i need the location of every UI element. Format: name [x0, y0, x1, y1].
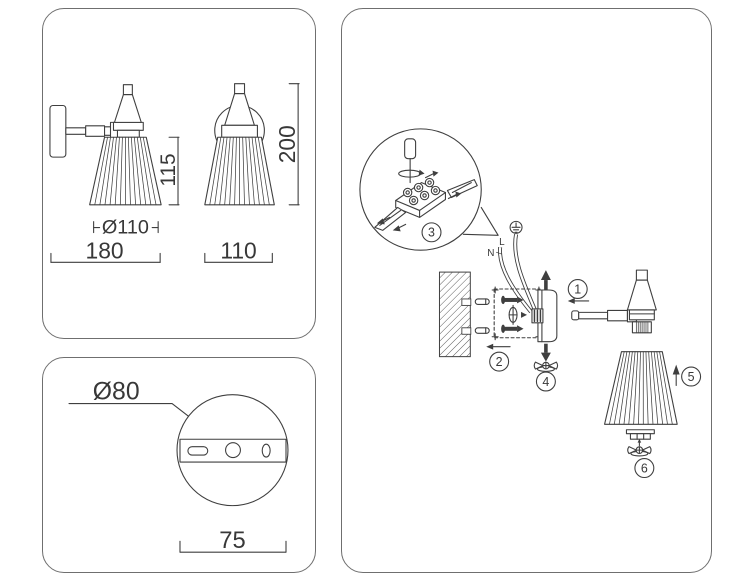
- dim-shade-width: [204, 252, 273, 263]
- side-view-lamp: [49, 84, 162, 206]
- assembly-drawing: L N: [359, 128, 702, 479]
- mounting-screw: [501, 295, 524, 305]
- shade-ring: [625, 429, 655, 440]
- dim-shade-diameter: [93, 221, 159, 234]
- wall-section: [438, 271, 472, 358]
- step-2-badge: 2: [486, 343, 511, 372]
- terminal-block: [374, 170, 478, 232]
- svg-text:1: 1: [574, 282, 581, 296]
- side-hole: [261, 443, 271, 458]
- shade-pleats: [94, 136, 157, 206]
- center-hole: [225, 442, 241, 459]
- dim-110-label: 110: [220, 237, 256, 263]
- drill-hole: [461, 298, 472, 306]
- svg-text:4: 4: [542, 375, 549, 389]
- step-3-badge: 3: [421, 222, 442, 243]
- wing-nut-shade: [627, 446, 652, 457]
- lampshade: [604, 351, 678, 425]
- dim-total-depth: [50, 252, 161, 263]
- mounting-bar: [179, 438, 287, 463]
- slot-hole: [187, 446, 209, 456]
- shade-pleats-front: [209, 136, 270, 206]
- backplate-drawing: Ø80 75: [68, 379, 289, 554]
- step-6-badge: 6: [634, 458, 655, 479]
- cable-right: [446, 179, 478, 199]
- terminal-detail-callout: [359, 128, 499, 251]
- backplate-detail-circle: [176, 394, 289, 507]
- dim-75-label: 75: [219, 527, 245, 554]
- svg-text:2: 2: [496, 355, 503, 369]
- svg-text:6: 6: [641, 461, 648, 475]
- dim-mount-spacing: [179, 540, 287, 553]
- dim-o80-label: Ø80: [93, 379, 140, 406]
- screw-arrow-down: [540, 343, 551, 362]
- arm-rod: [65, 127, 87, 135]
- arm-joint: [85, 125, 106, 137]
- step-5-badge: 5: [681, 366, 702, 387]
- front-view-lamp: [204, 83, 275, 206]
- cable-left: [374, 206, 407, 231]
- wing-nut-bracket: [533, 361, 559, 372]
- wire-live-label: L: [499, 237, 505, 248]
- assembly-instructions-panel: L N: [341, 8, 712, 573]
- callout-leader: [462, 206, 499, 236]
- cone-cap-front: [234, 83, 246, 95]
- insert-arrow-up: [672, 364, 680, 387]
- socket-cone: [113, 94, 142, 123]
- dimension-views-drawing: 115 Ø110 180 200 110: [49, 83, 300, 263]
- wire-connector: [531, 308, 544, 324]
- cone-cap: [122, 84, 133, 96]
- cone-flange: [112, 121, 144, 131]
- wire-neutral-label: N: [487, 248, 494, 259]
- wall-plate: [49, 104, 67, 158]
- socket-cone-assembly: [626, 269, 657, 334]
- dim-total-height: [288, 83, 300, 206]
- svg-text:5: 5: [688, 370, 695, 384]
- dim-200-label: 200: [274, 125, 300, 163]
- dim-o110-label: Ø110: [102, 217, 149, 239]
- backplate-detail-panel: Ø80 75: [42, 357, 316, 573]
- step-1-badge: 1: [567, 279, 590, 304]
- dim-shade-height: [168, 136, 180, 206]
- arm-assembly: [571, 308, 637, 323]
- stud-arrow: [637, 438, 642, 447]
- drill-hole: [461, 327, 472, 335]
- dimension-views-panel: 115 Ø110 180 200 110: [42, 8, 316, 339]
- dim-180-label: 180: [86, 237, 124, 263]
- dim-115-label: 115: [157, 153, 180, 186]
- diameter-leader-line: [68, 403, 189, 417]
- screwdriver-icon: [398, 138, 425, 184]
- shade-holder-front: [221, 124, 258, 138]
- shade-holder: [116, 129, 140, 138]
- step-4-badge: 4: [535, 371, 556, 392]
- wall-anchors: [474, 298, 490, 334]
- screw-arrow-up: [540, 270, 551, 291]
- svg-text:3: 3: [428, 226, 435, 240]
- pivot-knob: [508, 304, 527, 325]
- mounting-screw: [501, 324, 524, 333]
- earth-ground-icon: [509, 220, 523, 234]
- socket-cone-front: [224, 93, 255, 126]
- bracket-housing: [537, 289, 558, 343]
